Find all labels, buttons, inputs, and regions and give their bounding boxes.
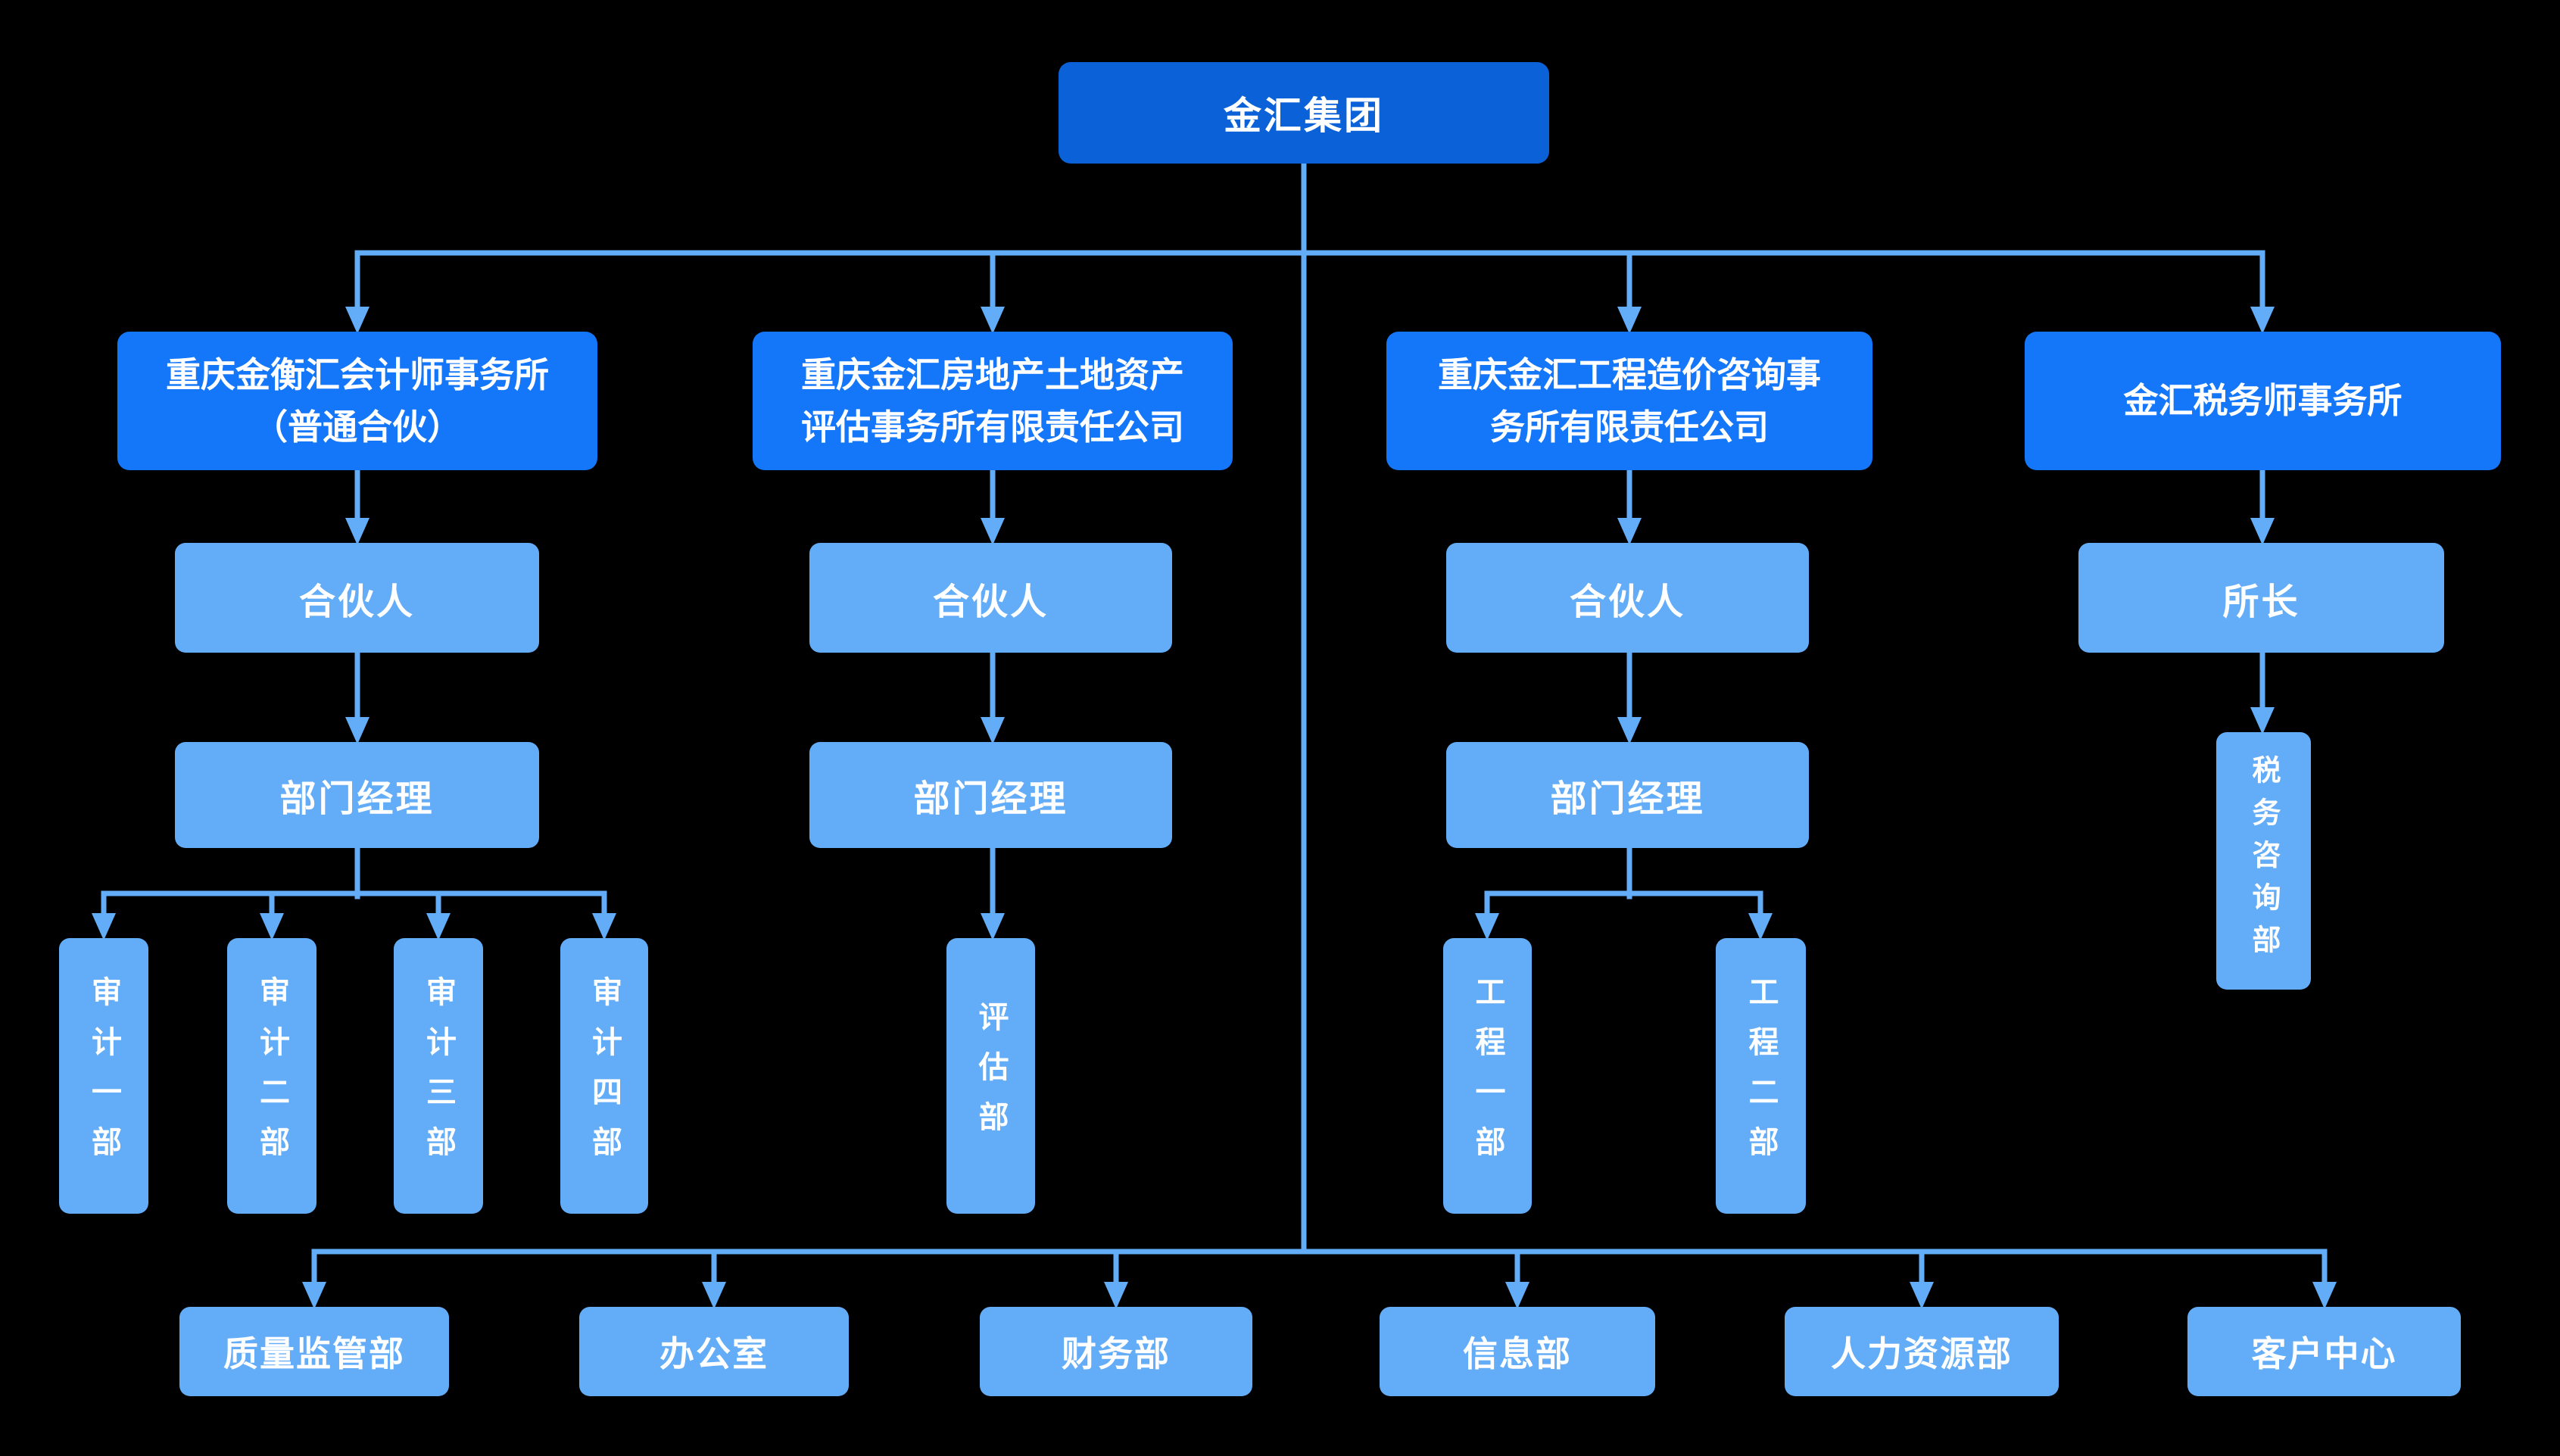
node-audit-dept-1: 审计一部 xyxy=(59,938,148,1214)
connector-lines xyxy=(101,161,2328,1284)
node-customer-center: 客户中心 xyxy=(2187,1307,2461,1396)
node-finance-dept: 财务部 xyxy=(980,1307,1252,1396)
node-director: 所长 xyxy=(2078,543,2444,653)
node-group-root: 金汇集团 xyxy=(1059,62,1549,164)
node-audit-dept-2: 审计二部 xyxy=(227,938,316,1214)
node-label: 工程二部 xyxy=(1744,976,1778,1176)
node-dept-manager-1: 部门经理 xyxy=(175,742,539,848)
node-label: 审计一部 xyxy=(87,976,120,1176)
node-label: 评估部 xyxy=(974,1001,1008,1151)
node-company-engineering-cost: 重庆金汇工程造价咨询事 务所有限责任公司 xyxy=(1386,332,1872,470)
node-company-real-estate-appraisal: 重庆金汇房地产土地资产 评估事务所有限责任公司 xyxy=(753,332,1233,470)
node-label: 审计四部 xyxy=(588,976,621,1176)
node-label: 审计二部 xyxy=(255,976,288,1176)
node-partners-1: 合伙人 xyxy=(175,543,539,653)
node-audit-dept-3: 审计三部 xyxy=(394,938,483,1214)
node-hr-dept: 人力资源部 xyxy=(1785,1307,2059,1396)
node-company-tax-firm: 金汇税务师事务所 xyxy=(2025,332,2501,470)
node-partners-3: 合伙人 xyxy=(1446,543,1809,653)
node-appraisal-dept: 评估部 xyxy=(946,938,1035,1214)
node-engineering-dept-2: 工程二部 xyxy=(1716,938,1806,1214)
node-information-dept: 信息部 xyxy=(1380,1307,1655,1396)
node-label: 审计三部 xyxy=(422,976,455,1176)
node-engineering-dept-1: 工程一部 xyxy=(1443,938,1532,1214)
node-partners-2: 合伙人 xyxy=(809,543,1172,653)
node-quality-supervision-dept: 质量监管部 xyxy=(179,1307,449,1396)
node-audit-dept-4: 审计四部 xyxy=(560,938,648,1214)
node-label: 税务咨询部 xyxy=(2247,755,2279,967)
node-company-accounting-firm: 重庆金衡汇会计师事务所 （普通合伙） xyxy=(117,332,597,470)
node-dept-manager-3: 部门经理 xyxy=(1446,742,1809,848)
node-dept-manager-2: 部门经理 xyxy=(809,742,1172,848)
node-label: 工程一部 xyxy=(1470,976,1505,1176)
node-general-office: 办公室 xyxy=(579,1307,849,1396)
node-tax-consulting-dept: 税务咨询部 xyxy=(2216,732,2311,990)
